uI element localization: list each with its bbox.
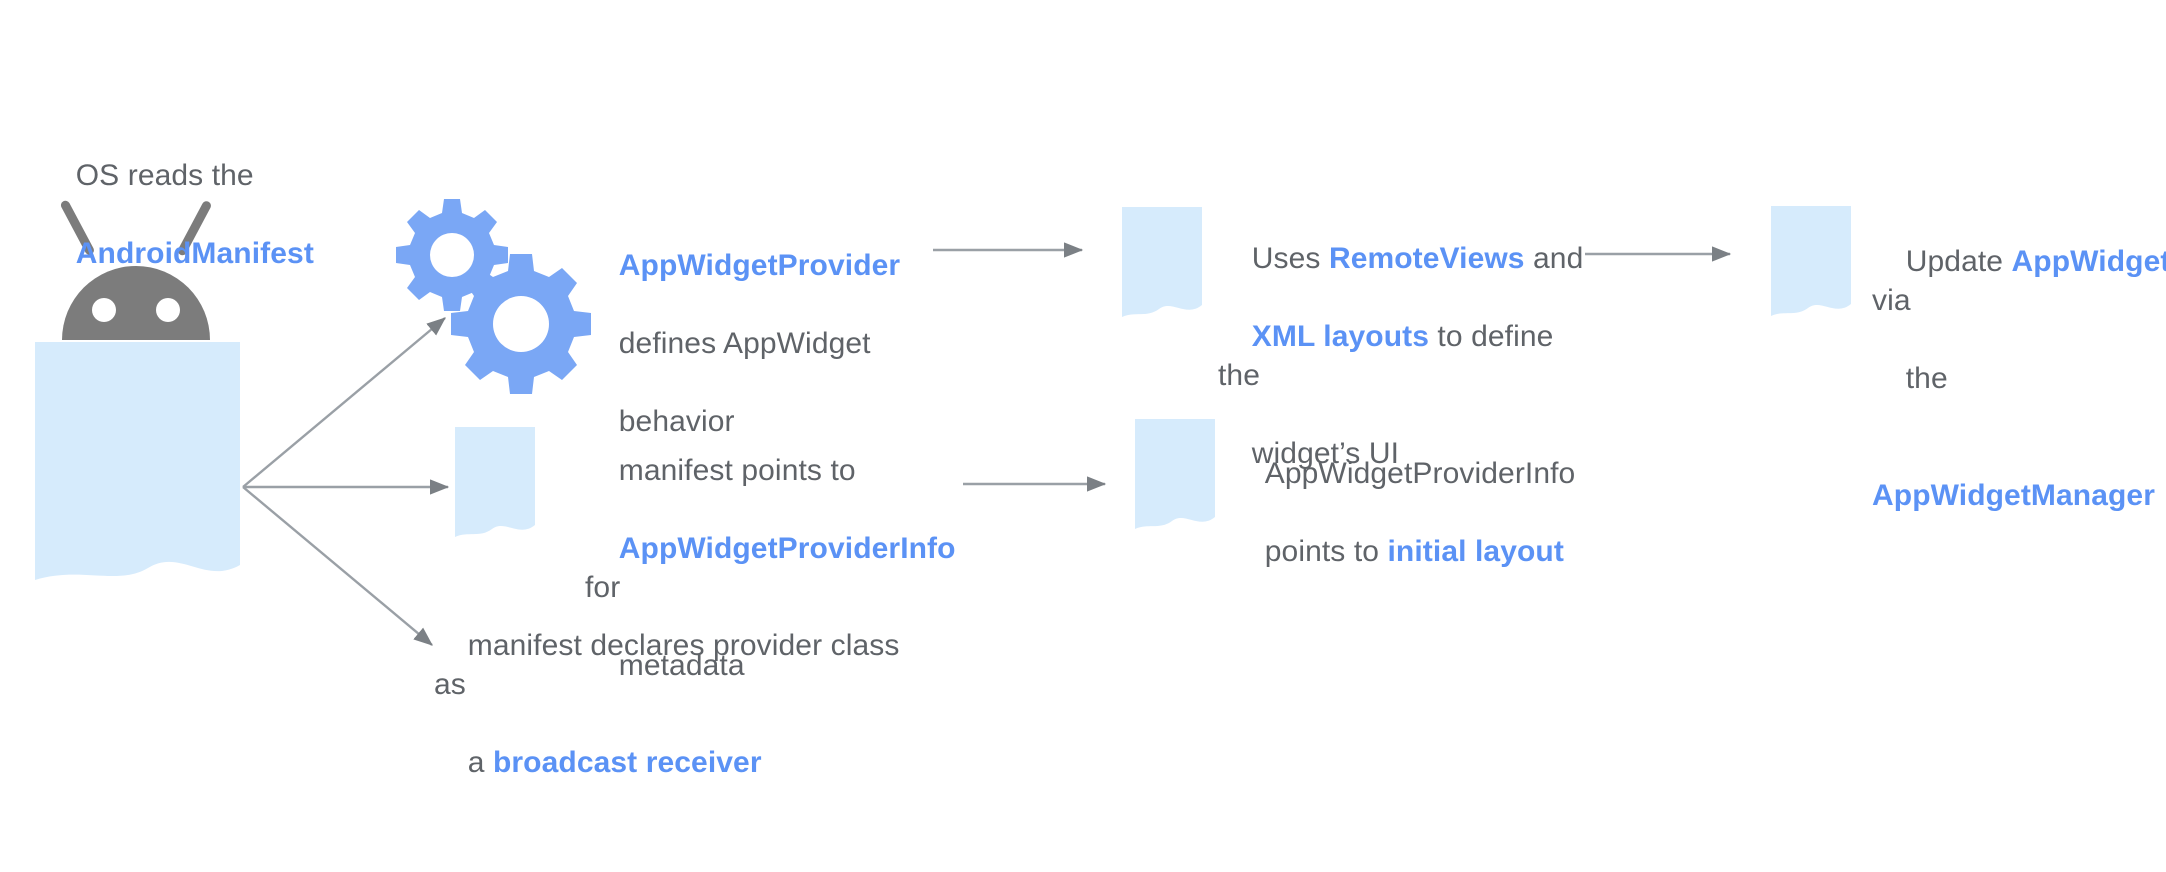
os-reads-line1: OS reads the — [75, 159, 254, 192]
app-widget-provider-info-accent: AppWidgetProviderInfo — [618, 532, 956, 565]
xml-layouts-accent: XML layouts — [1251, 320, 1429, 353]
remote-views-document — [1122, 207, 1202, 317]
provider-line3: behavior — [618, 405, 735, 438]
provider-line2: defines AppWidget — [618, 327, 871, 360]
os-reads-manifest-label: OS reads the AndroidManifest — [42, 117, 342, 312]
update-app-widget-label: Update AppWidget via the AppWidgetManage… — [1872, 203, 2166, 554]
update-pre: Update — [1905, 245, 2012, 278]
update-post: via — [1872, 284, 1911, 317]
provider-info-post: for — [585, 532, 965, 604]
broadcast-receiver-label: manifest declares provider class as a br… — [434, 587, 914, 821]
broadcast-receiver-accent: broadcast receiver — [492, 746, 762, 779]
broadcast-line1: manifest declares provider class as — [434, 629, 908, 701]
provider-info-document — [455, 427, 535, 537]
connector-manifest-to-gears — [242, 317, 446, 488]
update-line2: the — [1905, 362, 1948, 395]
app-widget-provider-label: AppWidgetProvider defines AppWidget beha… — [585, 207, 915, 480]
remote-views-label: Uses RemoteViews and XML layouts to defi… — [1218, 200, 1588, 512]
app-widget-accent: AppWidget — [2011, 245, 2166, 278]
app-widget-manager-accent: AppWidgetManager — [1872, 479, 2155, 512]
initial-layout-accent: initial layout — [1387, 535, 1564, 568]
remote-views-line3: widget’s UI — [1251, 437, 1400, 470]
remote-views-mid: and — [1524, 242, 1584, 275]
provider-info-line1: manifest points to — [618, 454, 856, 487]
remote-views-post: to define the — [1218, 320, 1562, 392]
remote-views-accent: RemoteViews — [1328, 242, 1525, 275]
provider-info-label: manifest points to AppWidgetProviderInfo… — [585, 412, 965, 724]
remote-views-pre: Uses — [1251, 242, 1329, 275]
gears-icon — [396, 199, 591, 394]
initial-layout-pre2: points to — [1264, 535, 1388, 568]
manifest-document — [35, 342, 240, 580]
initial-layout-document — [1135, 419, 1215, 529]
initial-layout-label: AppWidgetProviderInfo points to initial … — [1231, 415, 1591, 610]
provider-info-line3: metadata — [618, 649, 745, 682]
connector-manifest-to-broadcast — [242, 486, 433, 646]
initial-layout-line1: AppWidgetProviderInfo — [1264, 457, 1576, 490]
broadcast-pre2: a — [467, 746, 493, 779]
app-widget-provider-accent: AppWidgetProvider — [618, 249, 901, 282]
android-manifest-accent: AndroidManifest — [75, 237, 314, 270]
update-document — [1771, 206, 1851, 316]
connector-group — [242, 317, 450, 646]
